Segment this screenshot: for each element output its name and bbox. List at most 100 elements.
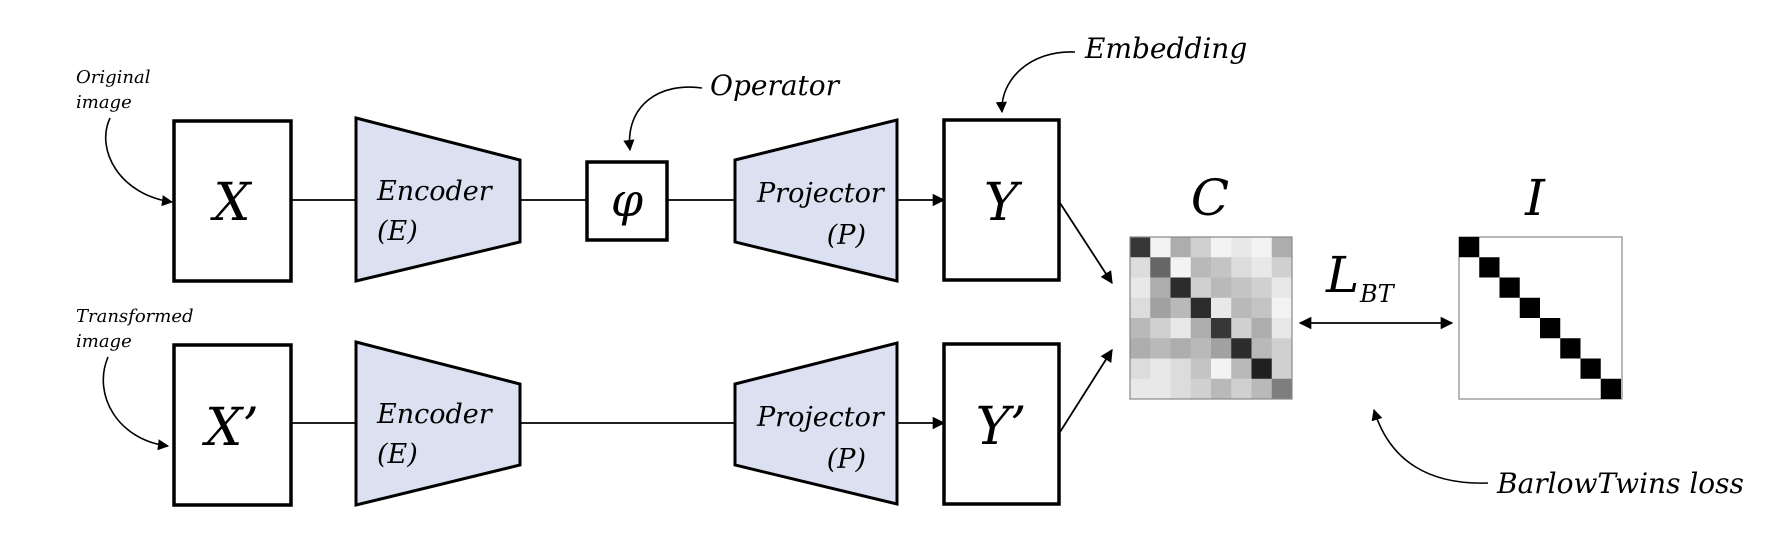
c-matrix-cell [1211,237,1232,258]
identity-diagonal-cell [1459,237,1480,258]
c-matrix-cell [1170,237,1192,258]
embedding-y-prime-box [942,342,1061,506]
input-x-box [172,119,293,283]
c-matrix-cell [1231,338,1252,359]
c-matrix-cell [1130,277,1151,299]
embedding-y-box [942,118,1061,282]
c-matrix-cell [1190,318,1212,339]
y-to-c-arrow [1059,202,1113,285]
transformed-image-arrow [102,356,170,451]
transformed-image-label-line1: Transformed [76,306,194,327]
c-matrix-cell [1130,257,1151,278]
c-matrix-cell [1211,378,1232,400]
projector-top-label: Projector [756,178,886,209]
c-matrix-cell [1251,378,1273,400]
c-matrix-cell [1251,338,1273,359]
projector-bottom-label: Projector [756,402,886,433]
original-image-label-line1: Original [76,67,151,88]
c-matrix-cell [1190,338,1212,359]
c-matrix-cell [1231,237,1252,258]
c-matrix-cell [1211,257,1232,278]
operator-phi-box [585,160,669,242]
identity-diagonal-cell [1600,378,1621,399]
c-matrix-cell [1231,297,1252,319]
c-matrix-cell [1271,237,1293,258]
c-matrix-cell [1190,378,1212,400]
encoder-bottom-label: Encoder [376,399,494,430]
c-matrix-cell [1190,237,1212,258]
c-matrix-cell [1211,338,1232,359]
c-matrix-cell [1130,318,1151,339]
c-matrix-cell [1271,277,1293,299]
c-matrix-cell [1251,297,1273,319]
c-matrix-cell [1150,257,1171,278]
c-matrix-cell [1150,378,1171,400]
c-matrix-cell [1150,318,1171,339]
identity-diagonal-cell [1540,318,1561,339]
loss-arrow [1371,408,1489,484]
c-matrix-cell [1231,257,1252,278]
c-matrix-cell [1170,297,1192,319]
projector-top [733,118,899,283]
c-matrix-cell [1271,318,1293,339]
projector-bottom-sublabel: (P) [827,444,866,475]
cross-correlation-symbol: C [1191,169,1229,227]
encoder-top [354,116,522,283]
c-matrix-cell [1251,358,1273,380]
c-matrix-cell [1251,318,1273,339]
c-matrix-cell [1130,297,1151,319]
projector-top-sublabel: (P) [827,220,866,251]
c-matrix-cell [1130,378,1151,400]
identity-symbol: I [1524,169,1546,227]
identity-diagonal-cell [1580,358,1601,379]
input-x-label: X [209,173,252,233]
embedding-y-prime-label: Y’ [976,397,1027,457]
c-matrix-cell [1271,257,1293,278]
input-x-prime-label: X’ [201,398,259,458]
c-matrix-cell [1211,277,1232,299]
c-matrix-cell [1190,277,1212,299]
c-matrix-cell [1231,358,1252,380]
top-branch: X Encoder (E) φ Projector (P) Y [172,116,1061,283]
c-matrix-cell [1271,358,1293,380]
projector-bottom [733,341,899,506]
encoder-top-label: Encoder [376,176,494,207]
c-matrix-cell [1150,277,1171,299]
c-matrix-cell [1170,277,1192,299]
c-matrix-cell [1190,297,1212,319]
loss-label: BarlowTwins loss [1496,467,1744,500]
c-matrix-cell [1271,297,1293,319]
c-matrix-cell [1150,338,1171,359]
c-matrix-cell [1130,237,1151,258]
identity-matrix [1459,237,1621,399]
c-matrix-cell [1271,378,1293,400]
c-matrix-cell [1130,358,1151,380]
c-matrix-cell [1170,358,1192,380]
c-matrix-cell [1231,378,1252,400]
identity-diagonal-cell [1519,297,1540,318]
original-image-label-line2: image [76,92,132,113]
c-matrix-cell [1150,297,1171,319]
embedding-arrow [995,51,1076,114]
c-matrix-cell [1150,358,1171,380]
bottom-branch: X’ Encoder (E) Projector (P) Y’ [172,340,1061,507]
c-matrix-cell [1150,237,1171,258]
c-matrix-cell [1211,318,1232,339]
embedding-y-label: Y [984,173,1023,233]
loss-subscript: BT [1359,280,1396,308]
c-matrix-cell [1251,257,1273,278]
operator-label: Operator [710,69,841,102]
cross-correlation-matrix [1130,237,1293,400]
c-matrix-cell [1211,297,1232,319]
c-matrix-cell [1190,358,1212,380]
encoder-bottom [354,340,522,507]
c-matrix-cell [1190,257,1212,278]
operator-phi-label: φ [611,173,644,227]
c-matrix-cell [1170,338,1192,359]
embedding-label: Embedding [1084,32,1247,65]
input-x-prime-box [172,343,293,507]
c-matrix-cell [1251,277,1273,299]
operator-arrow [623,86,703,152]
identity-diagonal-cell [1479,257,1500,278]
